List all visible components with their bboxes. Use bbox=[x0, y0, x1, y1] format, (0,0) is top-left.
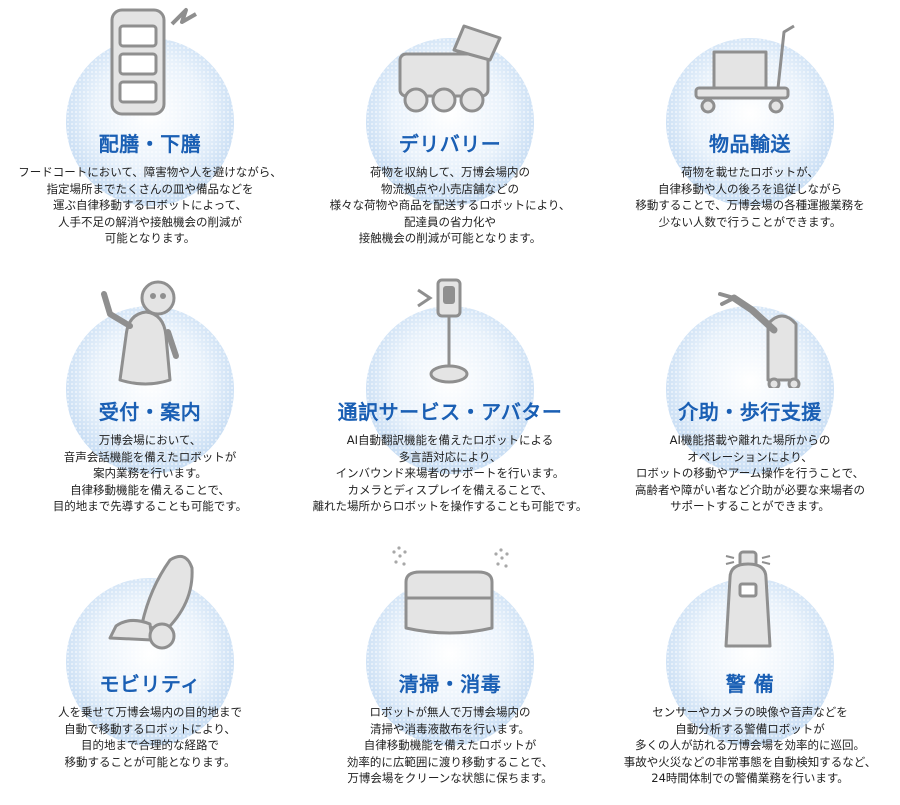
card-title: 警 備 bbox=[725, 672, 775, 696]
cleaning-robot-icon bbox=[392, 546, 509, 635]
card-title: モビリティ bbox=[99, 672, 201, 696]
card-transport: 物品輸送 荷物を載せたロボットが、自律移動や人の後ろを追従しながら移動することで… bbox=[600, 0, 900, 265]
card-description: センサーやカメラの映像や音声などを自動分析する警備ロボットが多くの人が訪れる万博… bbox=[623, 705, 877, 785]
card-title: 物品輸送 bbox=[709, 132, 791, 156]
security-robot-icon bbox=[724, 550, 772, 648]
card-reception: 受付・案内 万博会場において、音声会話機能を備えたロボットが案内業務を行います。… bbox=[0, 268, 300, 533]
avatar-robot-icon bbox=[417, 278, 469, 384]
delivery-robot-icon bbox=[398, 24, 502, 113]
card-mobility: モビリティ 人を乗せて万博会場内の目的地まで自動で移動するロボットにより、目的地… bbox=[0, 540, 300, 805]
card-assist: 介助・歩行支援 AI機能搭載や離れた場所からのオペレーションにより、ロボットの移… bbox=[600, 268, 900, 533]
card-avatar: 通訳サービス・アバター AI自動翻訳機能を備えたロボットによる多言語対応により、… bbox=[300, 268, 600, 533]
card-halo bbox=[666, 306, 834, 474]
card-description: 荷物を収納して、万博会場内の物流拠点や小売店舗などの様々な荷物や商品を配送するロ… bbox=[329, 165, 571, 245]
card-title: 配膳・下膳 bbox=[98, 132, 202, 156]
card-title: 受付・案内 bbox=[98, 400, 202, 424]
card-serving: 配膳・下膳 フードコートにおいて、障害物や人を避けながら、指定場所までたくさんの… bbox=[0, 0, 300, 265]
card-title: 清掃・消毒 bbox=[398, 672, 502, 696]
card-title: 介助・歩行支援 bbox=[678, 400, 822, 424]
reception-robot-icon bbox=[101, 280, 179, 386]
card-title: 通訳サービス・アバター bbox=[337, 400, 563, 424]
card-description: 万博会場において、音声会話機能を備えたロボットが案内業務を行います。自律移動機能… bbox=[52, 433, 248, 513]
cart-robot-icon bbox=[694, 24, 795, 114]
card-cleaning: 清掃・消毒 ロボットが無人で万博会場内の清掃や消毒液散布を行います。自律移動機能… bbox=[300, 540, 600, 805]
card-description: 荷物を載せたロボットが、自律移動や人の後ろを追従しながら移動することで、万博会場… bbox=[635, 165, 865, 229]
card-delivery: デリバリー 荷物を収納して、万博会場内の物流拠点や小売店舗などの様々な荷物や商品… bbox=[300, 0, 600, 265]
assist-robot-icon bbox=[718, 292, 801, 388]
serving-robot-icon bbox=[110, 8, 197, 116]
card-description: AI自動翻訳機能を備えたロボットによる多言語対応により、インバウンド来場者のサポ… bbox=[312, 433, 588, 513]
card-title: デリバリー bbox=[398, 132, 502, 156]
mobility-robot-icon bbox=[108, 554, 194, 650]
card-description: ロボットが無人で万博会場内の清掃や消毒液散布を行います。自律移動機能を備えたロボ… bbox=[346, 705, 554, 785]
card-description: AI機能搭載や離れた場所からのオペレーションにより、ロボットの移動やアーム操作を… bbox=[635, 433, 865, 513]
card-security: 警 備 センサーやカメラの映像や音声などを自動分析する警備ロボットが多くの人が訪… bbox=[600, 540, 900, 805]
card-description: フードコートにおいて、障害物や人を避けながら、指定場所までたくさんの皿や備品など… bbox=[18, 165, 282, 245]
card-description: 人を乗せて万博会場内の目的地まで自動で移動するロボットにより、目的地まで合理的な… bbox=[58, 705, 242, 769]
